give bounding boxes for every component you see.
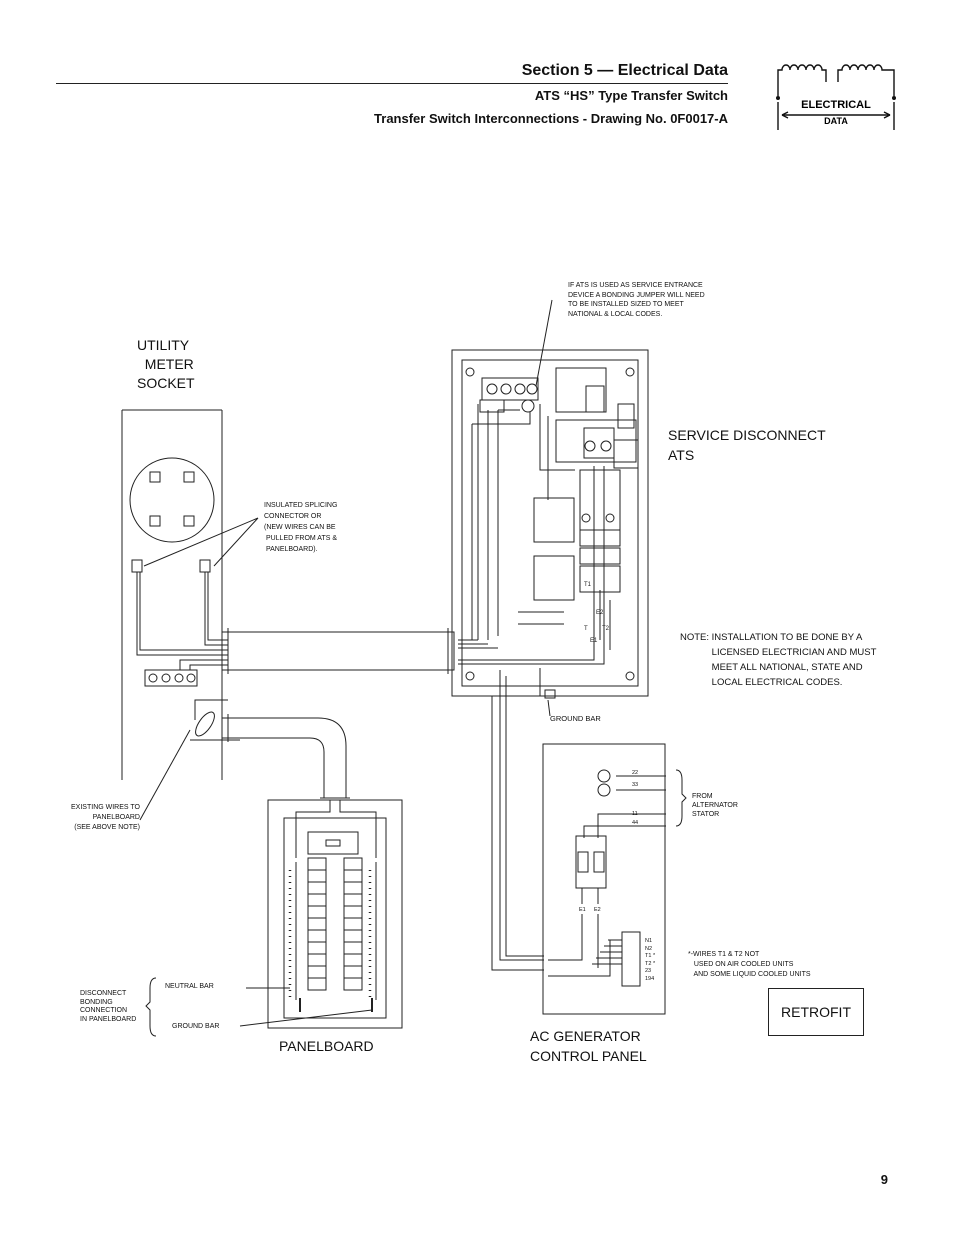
splicing-note: INSULATED SPLICING CONNECTOR OR (NEW WIR…	[264, 502, 338, 553]
ground-bar-panel-label: GROUND BAR	[172, 1023, 220, 1030]
neutral-bar-label: NEUTRAL BAR	[165, 983, 214, 990]
splicing-leader	[143, 517, 259, 567]
utility-meter-socket	[121, 409, 240, 780]
terminal-strip-labels: N1 N2 T1 * T2 * 23 194	[645, 938, 656, 982]
terminal-e1: E1	[579, 907, 586, 913]
electrical-data-logo: ELECTRICAL DATA	[776, 64, 896, 130]
logo-line1: ELECTRICAL	[801, 99, 871, 111]
retrofit-box: RETROFIT	[768, 988, 864, 1036]
generator-panel-box	[542, 743, 666, 1015]
ats-mark-e2: E2	[596, 610, 604, 616]
ats-mark-e1: E1	[590, 638, 598, 644]
wires-t1-t2-note: *-WIRES T1 & T2 NOT USED ON AIR COOLED U…	[688, 951, 811, 978]
disconnect-bonding-label: DISCONNECT BONDING CONNECTION IN PANELBO…	[80, 990, 137, 1023]
from-alternator-label: FROM ALTERNATOR STATOR	[692, 793, 738, 818]
bonding-leader	[535, 299, 553, 387]
terminal-e2: E2	[594, 907, 601, 913]
ats-mark-t2: T2	[602, 626, 610, 632]
bonding-jumper-note: IF ATS IS USED AS SERVICE ENTRANCE DEVIC…	[568, 282, 705, 318]
generator-label: AC GENERATOR CONTROL PANEL	[530, 1028, 647, 1064]
stator-brace	[675, 769, 687, 827]
service-disconnect-label: SERVICE DISCONNECT ATS	[668, 427, 826, 463]
bonding-brace	[145, 977, 157, 1037]
utility-meter-label: UTILITY METER SOCKET	[137, 337, 195, 391]
existing-wires-note: EXISTING WIRES TO PANELBOARD (SEE ABOVE …	[71, 804, 140, 831]
panelboard-box	[267, 799, 403, 1029]
ats-mark-t: T	[584, 626, 588, 632]
ground-bar-leader	[239, 1009, 373, 1027]
terminal-22: 22	[632, 770, 639, 776]
existing-wires-leader	[139, 729, 191, 821]
ats-mark-t1: T1	[584, 582, 592, 588]
logo-line2: DATA	[824, 116, 848, 126]
conduit-lower	[222, 714, 350, 799]
terminal-44: 44	[632, 820, 639, 826]
panelboard-label: PANELBOARD	[279, 1038, 374, 1054]
ats-to-generator-wires	[491, 696, 551, 971]
terminal-33: 33	[632, 782, 639, 788]
conduit-upper	[221, 628, 455, 674]
header-rule	[56, 83, 728, 84]
section-title: Section 5 — Electrical Data	[521, 62, 728, 79]
ground-bar-ats-label: GROUND BAR	[550, 714, 601, 723]
drawing-title: Transfer Switch Interconnections - Drawi…	[374, 111, 728, 126]
installation-note: NOTE: INSTALLATION TO BE DONE BY A LICEN…	[680, 632, 877, 688]
section-subtitle: ATS “HS” Type Transfer Switch	[534, 88, 728, 103]
page-number: 9	[880, 1172, 888, 1187]
terminal-11: 11	[632, 811, 638, 817]
ats-enclosure	[451, 349, 649, 699]
